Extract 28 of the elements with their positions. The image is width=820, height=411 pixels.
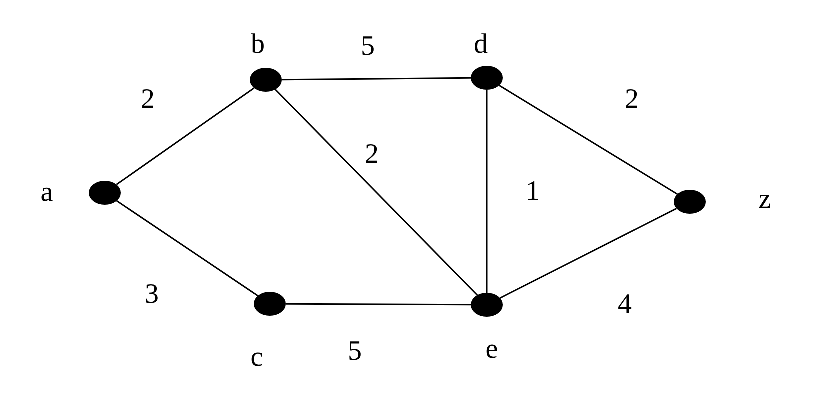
vertex-label: d	[474, 31, 488, 59]
vertex-dot	[674, 190, 706, 214]
vertex-dot	[471, 293, 503, 317]
vertex-label: e	[486, 336, 498, 364]
edge-line	[486, 90, 488, 293]
vertex-label: b	[251, 31, 265, 59]
edge-line	[116, 88, 255, 186]
edge-weight: 5	[348, 338, 362, 366]
vertex-dot	[250, 68, 282, 92]
vertex-label: z	[758, 186, 772, 214]
edge-weight: 5	[361, 33, 375, 61]
edge-weight: 3	[145, 281, 159, 309]
edge-line	[286, 303, 471, 306]
vertex-label: a	[40, 179, 54, 207]
edge-line	[282, 77, 471, 81]
vertex-dot	[471, 66, 503, 90]
vertex-dot	[254, 292, 286, 316]
vertex-label: c	[250, 344, 264, 372]
edge-weight: 2	[141, 86, 155, 114]
edge-line	[500, 208, 678, 299]
edge-line	[116, 200, 258, 297]
edge-line	[274, 89, 478, 296]
edge-weight: 1	[526, 178, 540, 206]
vertex-dot	[89, 181, 121, 205]
edge-weight: 4	[618, 291, 632, 319]
edge-weight: 2	[625, 86, 639, 114]
edge-line	[499, 84, 678, 196]
edge-weight: 2	[365, 141, 379, 169]
